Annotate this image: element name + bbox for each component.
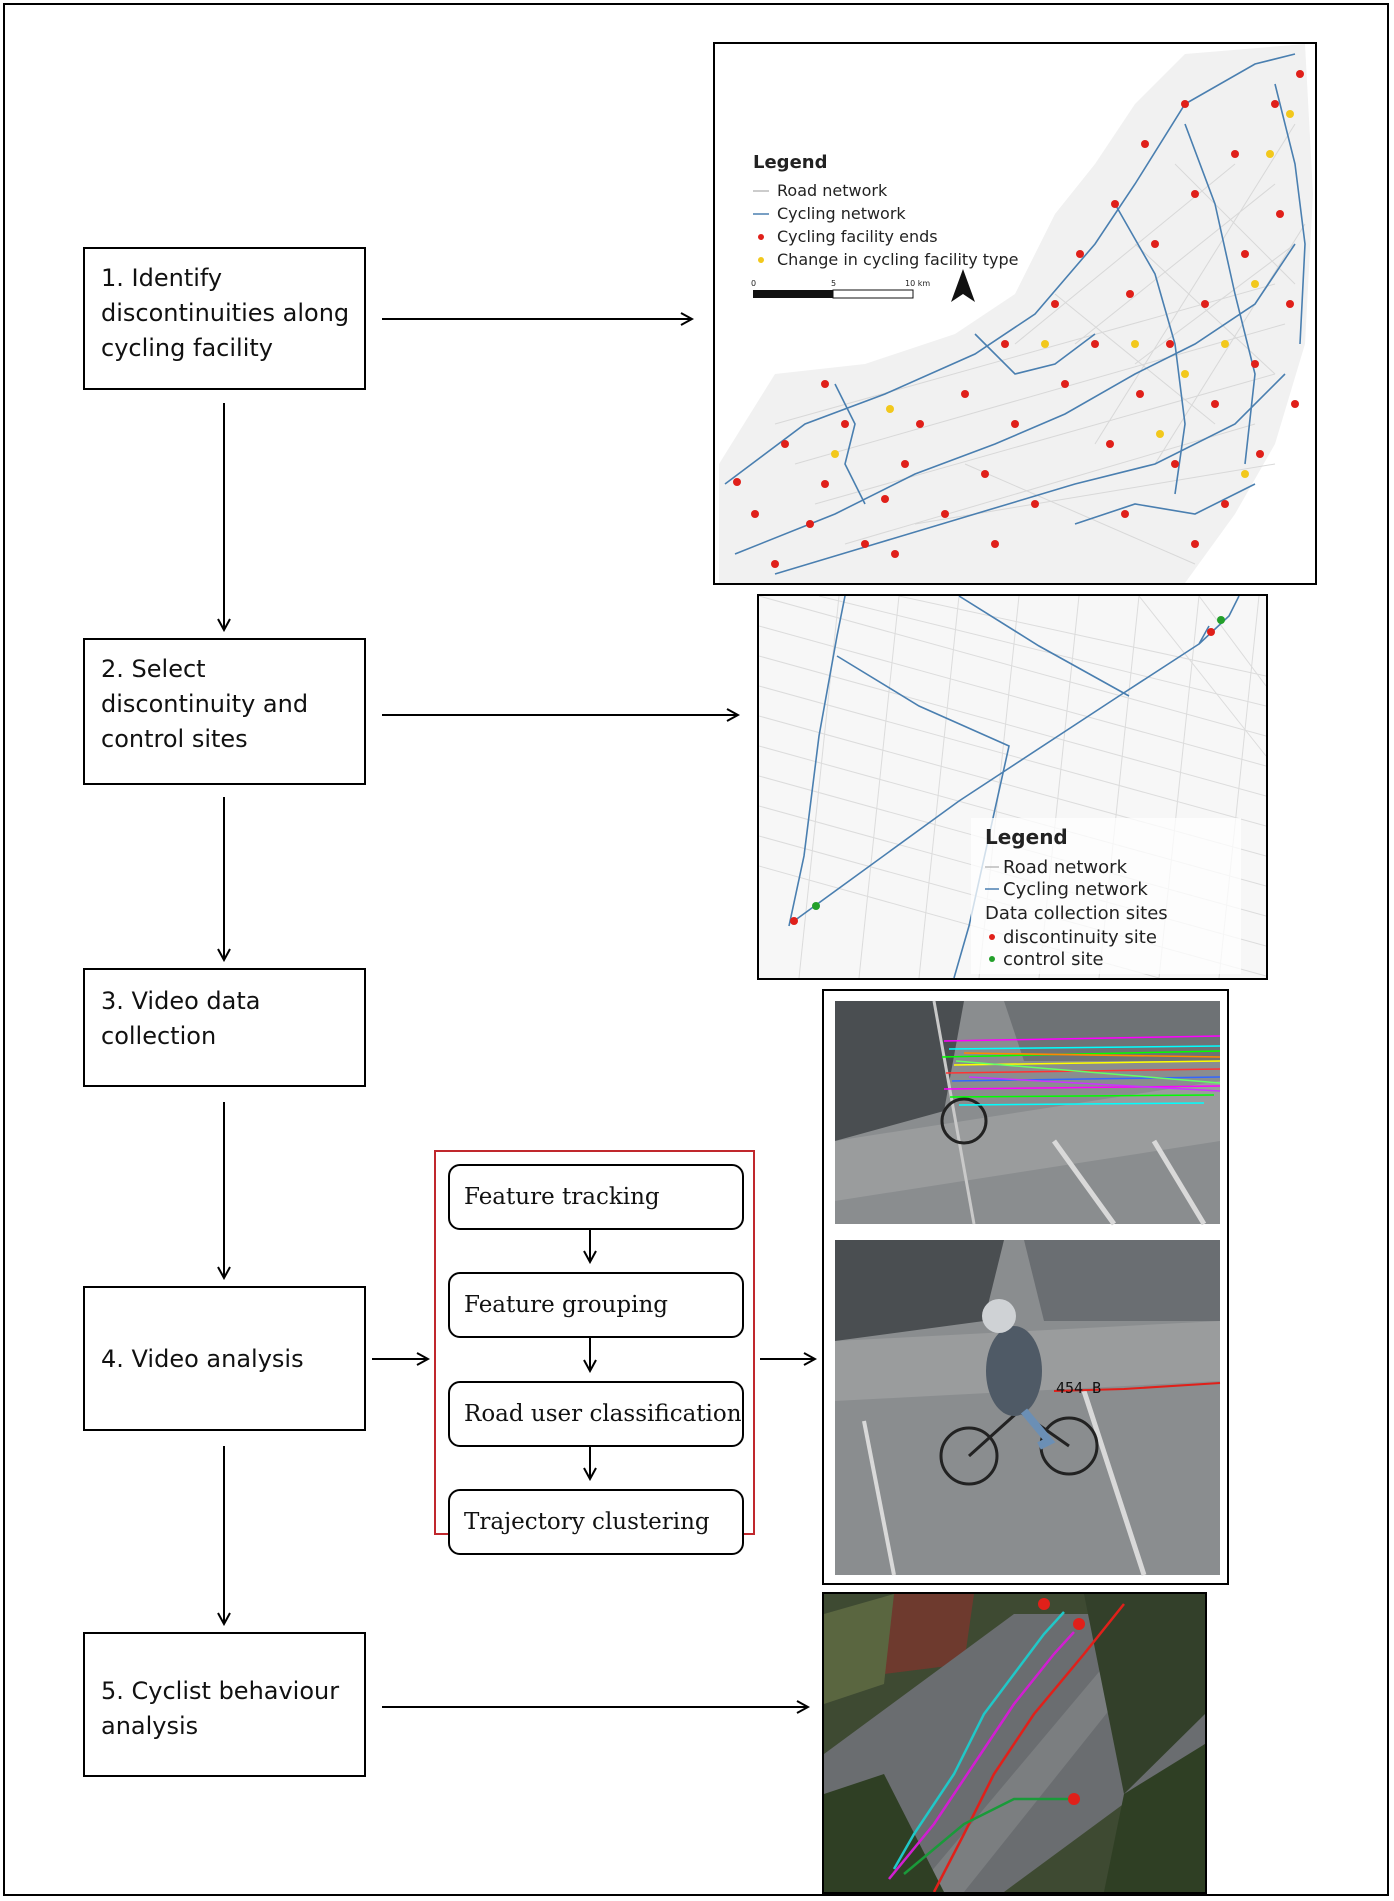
north-arrow-icon bbox=[951, 269, 975, 302]
trajectory-cyan bbox=[892, 1611, 1065, 1870]
map1-scale-0: 0 bbox=[751, 279, 756, 288]
step-1-box: 1. Identify discontinuities along cyclin… bbox=[83, 247, 366, 390]
map1-legend: Legend Road network Cycling network Cycl… bbox=[751, 152, 1019, 302]
step-5-line-1: 5. Cyclist behaviour bbox=[101, 1677, 340, 1705]
figure-frame bbox=[3, 3, 1389, 1896]
map1-scale-bar-white bbox=[832, 289, 914, 299]
control-site-marker bbox=[1217, 616, 1225, 624]
substep-road-user-classification: Road user classification bbox=[448, 1381, 744, 1447]
substep-feature-grouping: Feature grouping bbox=[448, 1272, 744, 1338]
trajectory-magenta bbox=[888, 1631, 1075, 1880]
step-4-box: 4. Video analysis bbox=[83, 1286, 366, 1431]
trajectory-green bbox=[903, 1797, 1074, 1875]
map1-legend-cycling: Cycling network bbox=[777, 204, 906, 223]
cyclist-trajectories bbox=[888, 1603, 1125, 1892]
map1-legend-road: Road network bbox=[777, 181, 888, 200]
road-network bbox=[774, 123, 1306, 565]
map1-legend-change: Change in cycling facility type bbox=[777, 250, 1019, 269]
track-id-label: 454 B bbox=[1056, 1379, 1101, 1397]
cyclist-body bbox=[986, 1326, 1042, 1416]
site-markers bbox=[790, 616, 1225, 925]
step-2-line-2: discontinuity and bbox=[101, 690, 309, 718]
site-cycling-network bbox=[788, 596, 1240, 978]
cycling-facility-type-changes bbox=[831, 110, 1294, 478]
cycling-network-map-panel: Legend Road network Cycling network Cycl… bbox=[713, 42, 1317, 585]
feature-track-lines bbox=[941, 1035, 1221, 1106]
step-1-line-1: 1. Identify bbox=[101, 264, 223, 292]
tracked-cyclist-frame: 454 B bbox=[835, 1240, 1221, 1576]
map1-legend-title: Legend bbox=[753, 152, 827, 173]
map2-legend-road: Road network bbox=[1003, 857, 1128, 878]
step-2-line-1: 2. Select bbox=[101, 655, 206, 683]
map2-legend-title: Legend bbox=[985, 825, 1068, 849]
trajectory-aerial-panel bbox=[822, 1592, 1207, 1894]
video-analysis-process-box: Feature tracking Feature grouping Road u… bbox=[434, 1150, 755, 1555]
step-1-line-2: discontinuities along bbox=[101, 299, 350, 327]
substep-feature-tracking: Feature tracking bbox=[448, 1164, 744, 1230]
map1-scale-5: 5 bbox=[831, 279, 836, 288]
map2-legend-discontinuity: discontinuity site bbox=[1003, 927, 1157, 948]
cycling-facility-ends bbox=[733, 70, 1304, 568]
map1-scale-10: 10 km bbox=[905, 279, 930, 288]
map2-legend-cycling: Cycling network bbox=[1003, 879, 1148, 900]
cycling-network-lines bbox=[724, 53, 1306, 575]
step-4-line-1: 4. Video analysis bbox=[101, 1345, 304, 1373]
map2-legend-control: control site bbox=[1003, 949, 1104, 970]
substep-trajectory-clustering: Trajectory clustering bbox=[448, 1489, 744, 1555]
discontinuity-site-marker bbox=[790, 917, 798, 925]
step-2-line-3: control sites bbox=[101, 725, 248, 753]
map2-legend: Legend Road network Cycling network Data… bbox=[971, 818, 1241, 974]
step-5-box: 5. Cyclist behaviour analysis bbox=[83, 1632, 366, 1777]
step-2-box: 2. Select discontinuity and control site… bbox=[83, 638, 366, 785]
step-3-line-1: 3. Video data bbox=[101, 987, 261, 1015]
trajectory-line bbox=[1053, 1382, 1221, 1392]
map1-legend-ends: Cycling facility ends bbox=[777, 227, 938, 246]
video-frames-panel: 454 B bbox=[822, 989, 1229, 1585]
cyclist-helmet bbox=[982, 1299, 1016, 1333]
map2-legend-sites-label: Data collection sites bbox=[985, 903, 1168, 924]
feature-tracking-frame bbox=[835, 1000, 1221, 1226]
site-selection-map-panel: Legend Road network Cycling network Data… bbox=[757, 594, 1268, 980]
bicycle-wheel bbox=[939, 1426, 999, 1486]
step-3-box: 3. Video data collection bbox=[83, 968, 366, 1087]
step-1-line-3: cycling facility bbox=[101, 334, 273, 362]
step-3-line-2: collection bbox=[101, 1022, 217, 1050]
control-site-marker bbox=[812, 902, 820, 910]
step-5-line-2: analysis bbox=[101, 1712, 199, 1740]
trajectory-red bbox=[932, 1603, 1125, 1892]
discontinuity-site-marker bbox=[1207, 628, 1215, 636]
map1-scale-bar-black bbox=[753, 290, 833, 298]
